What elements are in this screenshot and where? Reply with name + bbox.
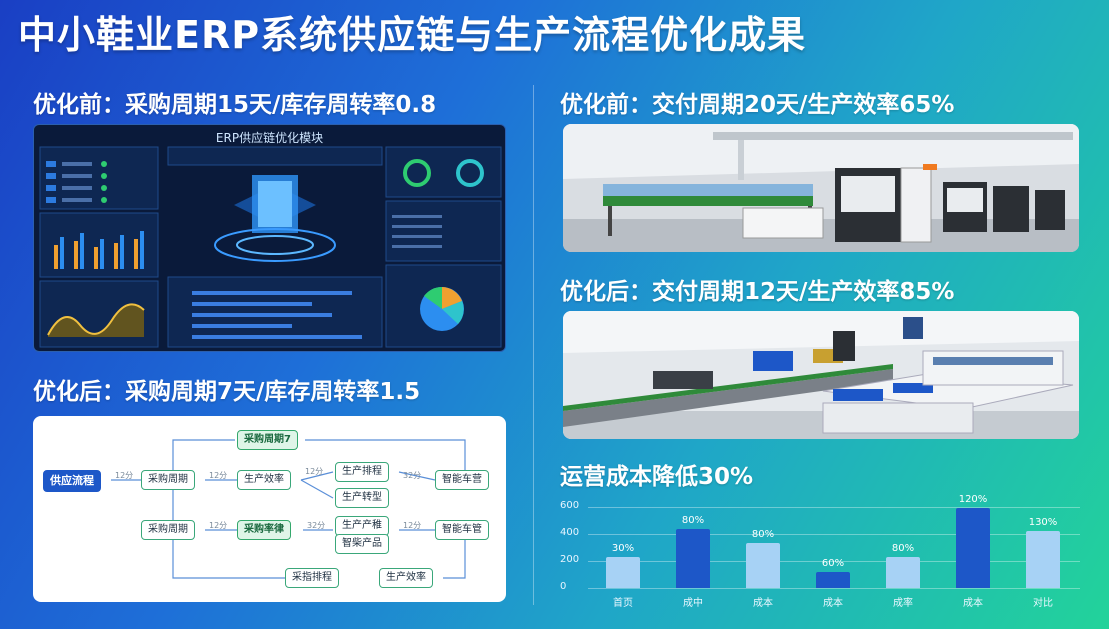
x-tick-label: 成率 [893,598,913,609]
flow-connectors [111,439,466,579]
flow-label: 12分 [209,521,228,530]
gridline [588,507,1080,508]
flow-label: 12分 [115,471,134,480]
x-tick-label: 对比 [1033,598,1053,609]
flow-node-prod4: 智柴产品 [335,534,389,554]
dashboard-graphic [39,146,502,348]
cost-bar-chart: 0 200 400 600 30% 首页 80% 成中 80% 成本 60% 成本 80% 成率 120% 成… [560,494,1080,610]
page-title: 中小鞋业ERP系统供应链与生产流程优化成果 [18,13,807,57]
delivery-after-heading: 优化后：交付周期12天/生产效率85% [560,279,955,305]
x-tick-label: 成中 [683,598,703,609]
chart-bar [746,543,780,588]
gridline [588,534,1080,535]
dashboard-title: ERP供应链优化模块 [215,131,324,145]
flow-label: 12分 [305,467,324,476]
chart-bar [886,556,920,588]
bar-data-label: 80% [891,542,915,554]
factory-after-image [563,311,1079,439]
flow-label: 12分 [403,521,422,530]
chart-bar [816,571,850,588]
delivery-before-heading: 优化前：交付周期20天/生产效率65% [560,92,955,118]
gridline [588,588,1080,589]
flow-node-prod3: 生产产稚 [335,516,389,536]
procurement-after-heading: 优化后：采购周期7天/库存周转率1.5 [33,379,421,405]
flow-node-smart1: 智能车营 [435,470,489,490]
bar-data-label: 60% [821,557,845,569]
y-tick-label: 400 [560,527,580,538]
bar-data-label: 80% [681,514,705,526]
supply-flow-diagram: 采购周期7 供应流程 采购周期 生产效率 生产排程 生产转型 智能车营 采购周期… [33,416,506,602]
x-tick-label: 成本 [753,598,773,609]
flow-node-bottom2: 生产效率 [379,568,433,588]
flow-node-top: 采购周期7 [237,430,298,450]
chart-plot: 0 200 400 600 30% 首页 80% 成中 80% 成本 60% 成本 80% 成率 120% 成… [560,494,1080,610]
chart-bar [606,556,640,588]
flow-node-eff1: 生产效率 [237,470,291,490]
flow-node-cycle1: 采购周期 [141,470,195,490]
chart-title: 运营成本降低30% [560,464,754,490]
flow-node-bottom1: 采指排程 [285,568,339,588]
flow-label: 32分 [403,471,422,480]
factory-after-graphic [563,311,1079,439]
factory-before-image [563,124,1079,252]
flow-node-prod1: 生产排程 [335,462,389,482]
flow-node-smart2: 智能车管 [435,520,489,540]
flow-node-start: 供应流程 [43,470,101,492]
x-tick-label: 成本 [963,598,983,609]
bar-data-label: 130% [1028,517,1058,529]
flow-label: 32分 [307,521,326,530]
y-tick-label: 0 [560,581,567,592]
flow-node-prod2: 生产转型 [335,488,389,508]
column-divider [533,85,534,605]
bar-data-label: 80% [751,529,775,541]
x-tick-label: 首页 [613,598,633,609]
flow-node-purchase: 采购率律 [237,520,291,540]
y-tick-label: 600 [560,500,580,511]
factory-before-graphic [563,124,1079,252]
flow-label: 12分 [209,471,228,480]
flow-node-cycle2: 采购周期 [141,520,195,540]
bar-data-label: 120% [958,494,988,506]
gridline [588,561,1080,562]
x-tick-label: 成本 [823,598,843,609]
erp-dashboard-image: ERP供应链优化模块 [33,124,506,352]
bar-data-label: 30% [611,542,635,554]
chart-bar [676,528,710,588]
chart-bar [1026,531,1060,588]
procurement-before-heading: 优化前：采购周期15天/库存周转率0.8 [33,92,437,118]
y-tick-label: 200 [560,554,580,565]
chart-bar [956,508,990,588]
